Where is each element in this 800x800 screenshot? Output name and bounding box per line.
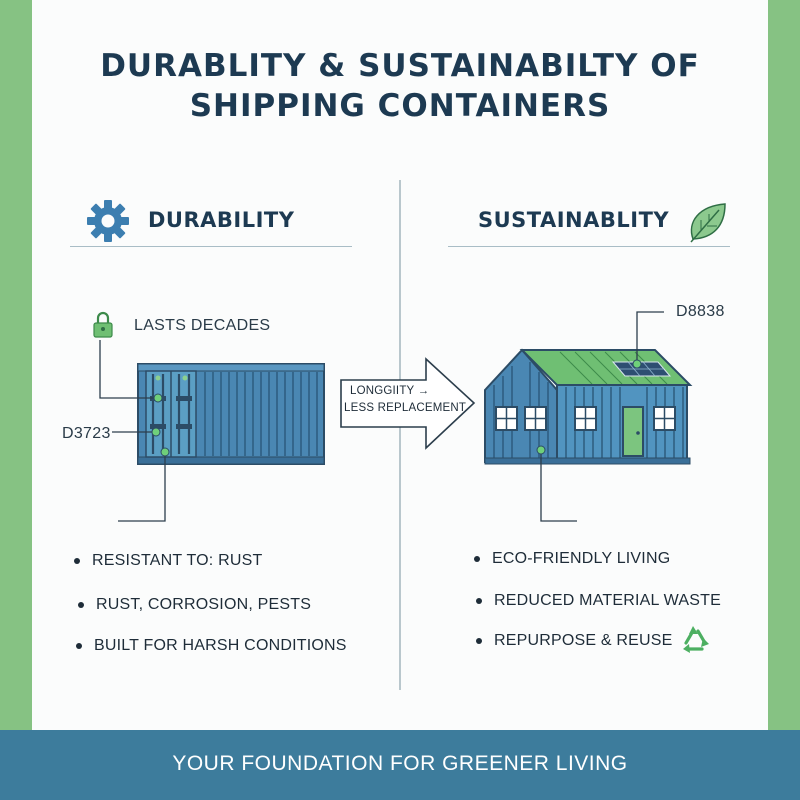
title-line-2: SHIPPING CONTAINERS: [189, 88, 611, 124]
durability-callout-lines: [99, 340, 166, 522]
left-green-border: [0, 0, 32, 800]
durability-bullet-3: BUILT FOR HARSH CONDITIONS: [76, 637, 347, 654]
title-line-1: DURABLITY & SUSTAINABILTY OF: [100, 48, 700, 84]
arrow-text-line-1: LONGGIITY →: [350, 385, 430, 397]
durability-heading: DURABILITY: [148, 208, 295, 232]
footer-tagline: YOUR FOUNDATION FOR GREENER LIVING: [172, 752, 628, 775]
leaf-icon: [690, 203, 726, 243]
sustainability-heading: SUSTAINABLITY: [478, 208, 670, 232]
arrow-text-line-2: LESS REPLACEMENT: [344, 402, 467, 414]
footer-banner: YOUR FOUNDATION FOR GREENER LIVING: [0, 730, 800, 800]
gear-icon: [87, 200, 129, 242]
shipping-container-illustration: [137, 363, 325, 465]
durability-bullet-1: RESISTANT TO: RUST: [73, 552, 263, 569]
solar-panel: [611, 361, 672, 377]
house-windows: [495, 406, 676, 431]
sustainability-bullet-3: REPURPOSE & REUSE: [476, 632, 673, 649]
padlock-icon: [93, 311, 113, 338]
center-divider: [399, 180, 401, 690]
sustainability-bullet-1: ECO-FRIENDLY LIVING: [473, 550, 671, 567]
transformation-arrow: [340, 357, 476, 450]
container-house-illustration: [484, 348, 693, 465]
durability-heading-rule: [70, 246, 352, 247]
lasts-decades-label: LASTS DECADES: [134, 317, 271, 334]
callout-dots: [151, 393, 170, 457]
sustainability-heading-rule: [448, 246, 730, 247]
durability-bullet-2: RUST, CORROSION, PESTS: [77, 596, 312, 613]
page-title: DURABLITY & SUSTAINABILTY OF SHIPPING CO…: [0, 46, 800, 126]
sustainability-callout-lines: [540, 311, 664, 522]
house-door: [622, 406, 644, 457]
durability-callout-code: D3723: [62, 425, 111, 442]
sustainability-bullet-2: REDUCED MATERIAL WASTE: [476, 592, 721, 609]
right-green-border: [768, 0, 800, 800]
sustainability-callout-code: D8838: [676, 303, 725, 320]
recycle-icon: [683, 626, 709, 653]
